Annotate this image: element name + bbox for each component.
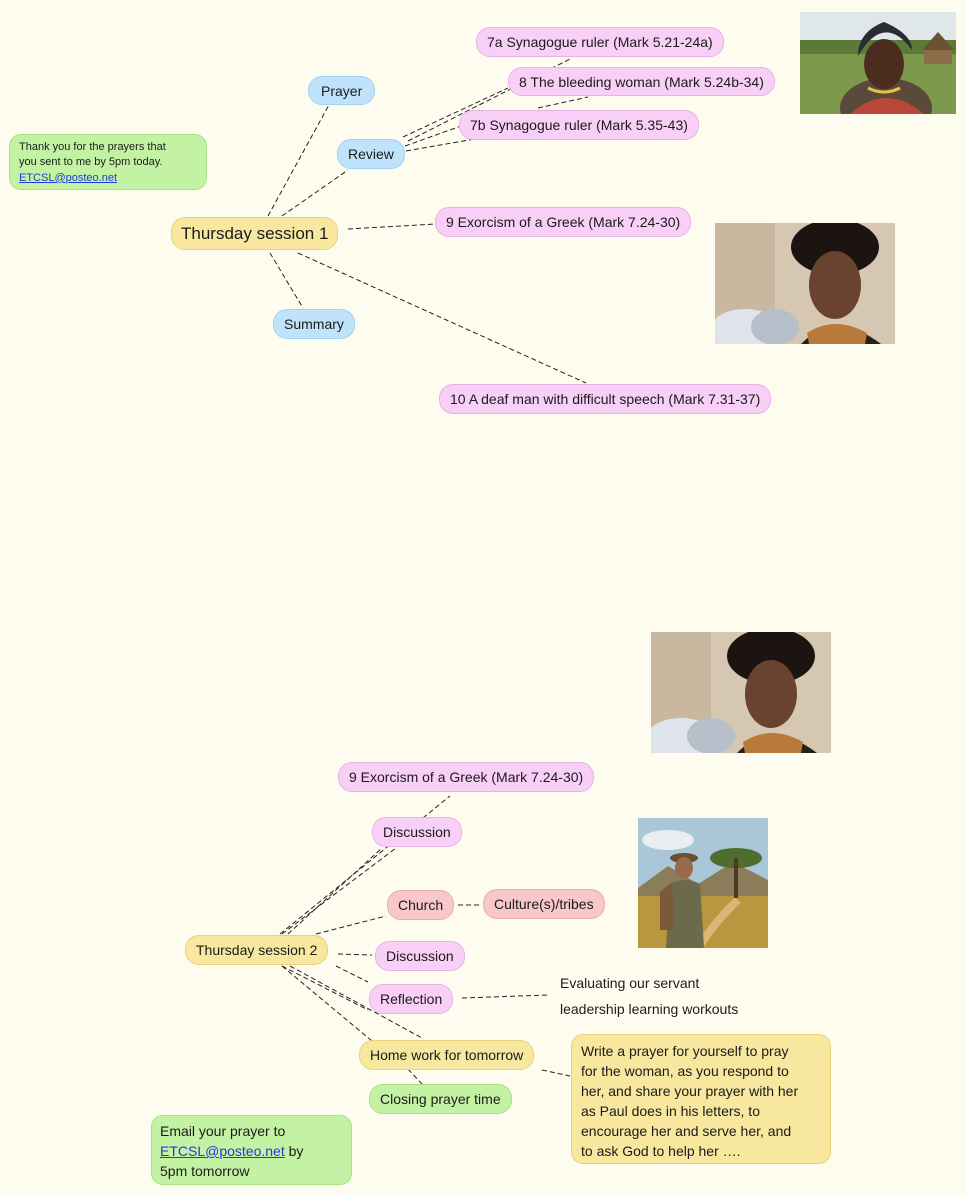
synagogue-ruler-7b-label: 7b Synagogue ruler (Mark 5.35-43)	[470, 117, 688, 133]
exorcism-greek-9-label: 9 Exorcism of a Greek (Mark 7.24-30)	[446, 214, 681, 230]
summary-label: Summary	[284, 316, 344, 332]
homework-note-line-4: as Paul does in his letters, to	[581, 1103, 760, 1119]
closing-prayer-node[interactable]: Closing prayer time	[369, 1084, 512, 1114]
homework-node[interactable]: Home work for tomorrow	[359, 1040, 535, 1070]
email-note-suffix: by	[284, 1143, 304, 1159]
culture-tribes-node[interactable]: Culture(s)/tribes	[483, 889, 605, 919]
discussion-node-2[interactable]: Discussion	[375, 941, 465, 971]
church-node[interactable]: Church	[387, 890, 455, 920]
synagogue-ruler-7a-label: 7a Synagogue ruler (Mark 5.21-24a)	[487, 34, 713, 50]
s2-exorcism-greek-9-node[interactable]: 9 Exorcism of a Greek (Mark 7.24-30)	[338, 762, 595, 792]
homework-note-line-3: her, and share your prayer with her	[581, 1083, 799, 1099]
review-label: Review	[348, 146, 394, 162]
email-note-line2: ETCSL@posteo.net by	[160, 1141, 343, 1161]
discussion-label-1: Discussion	[383, 824, 451, 840]
photo-woman-curly-hair-bottom	[651, 632, 831, 753]
session1-root-label: Thursday session 1	[181, 224, 329, 243]
homework-label: Home work for tomorrow	[370, 1047, 524, 1063]
session1-root-node[interactable]: Thursday session 1	[171, 217, 339, 250]
session2-root-node[interactable]: Thursday session 2	[185, 935, 329, 965]
session2-root-label: Thursday session 2	[196, 942, 318, 958]
email-note-line3: 5pm tomorrow	[160, 1163, 250, 1179]
summary-node[interactable]: Summary	[273, 309, 355, 339]
synagogue-ruler-7b-node[interactable]: 7b Synagogue ruler (Mark 5.35-43)	[459, 110, 699, 140]
reflection-note: Evaluating our servant leadership learni…	[560, 976, 738, 1016]
discussion-node-1[interactable]: Discussion	[372, 817, 462, 847]
deaf-man-10-node[interactable]: 10 A deaf man with difficult speech (Mar…	[439, 384, 772, 414]
prayer-node[interactable]: Prayer	[308, 76, 376, 105]
reflection-note-line1: Evaluating our servant	[560, 975, 700, 991]
bleeding-woman-8-label: 8 The bleeding woman (Mark 5.24b-34)	[519, 73, 764, 90]
homework-note-line-1: Write a prayer for yourself to pray	[581, 1043, 789, 1059]
homework-instructions-note: Write a prayer for yourself to pray for …	[571, 1034, 831, 1164]
deaf-man-10-label: 10 A deaf man with difficult speech (Mar…	[450, 391, 761, 407]
prayer-label: Prayer	[321, 82, 363, 99]
church-label: Church	[398, 897, 444, 913]
reflection-label: Reflection	[380, 991, 443, 1007]
closing-prayer-label: Closing prayer time	[380, 1091, 501, 1107]
email-prayer-note: Email your prayer to ETCSL@posteo.net by…	[151, 1115, 352, 1185]
thanks-note-email-link[interactable]: ETCSL@posteo.net	[19, 171, 117, 184]
homework-note-line-2: for the woman, as you respond to	[581, 1063, 789, 1079]
photo-woman-curly-hair-top	[715, 223, 895, 344]
s2-exorcism-greek-9-label: 9 Exorcism of a Greek (Mark 7.24-30)	[349, 769, 584, 785]
thanks-note: Thank you for the prayers that you sent …	[9, 134, 207, 190]
reflection-note-line2: leadership learning workouts	[560, 1001, 739, 1017]
homework-note-line-5: encourage her and serve her, and	[581, 1123, 792, 1139]
bleeding-woman-8-node[interactable]: 8 The bleeding woman (Mark 5.24b-34)	[508, 67, 775, 96]
email-note-line1: Email your prayer to	[160, 1123, 286, 1139]
exorcism-greek-9-node[interactable]: 9 Exorcism of a Greek (Mark 7.24-30)	[435, 207, 692, 237]
review-node[interactable]: Review	[337, 139, 405, 169]
thanks-note-line2: you sent to me by 5pm today.	[19, 156, 163, 169]
reflection-node[interactable]: Reflection	[369, 984, 454, 1014]
photo-elderly-woman	[800, 12, 956, 114]
painting-man-with-hat	[638, 818, 768, 948]
discussion-label-2: Discussion	[386, 948, 454, 964]
email-note-link[interactable]: ETCSL@posteo.net	[160, 1143, 285, 1159]
thanks-note-line1: Thank you for the prayers that	[19, 141, 166, 153]
homework-note-line-6: to ask God to help her ….	[581, 1143, 741, 1159]
synagogue-ruler-7a-node[interactable]: 7a Synagogue ruler (Mark 5.21-24a)	[476, 27, 724, 57]
culture-tribes-label: Culture(s)/tribes	[494, 896, 594, 912]
